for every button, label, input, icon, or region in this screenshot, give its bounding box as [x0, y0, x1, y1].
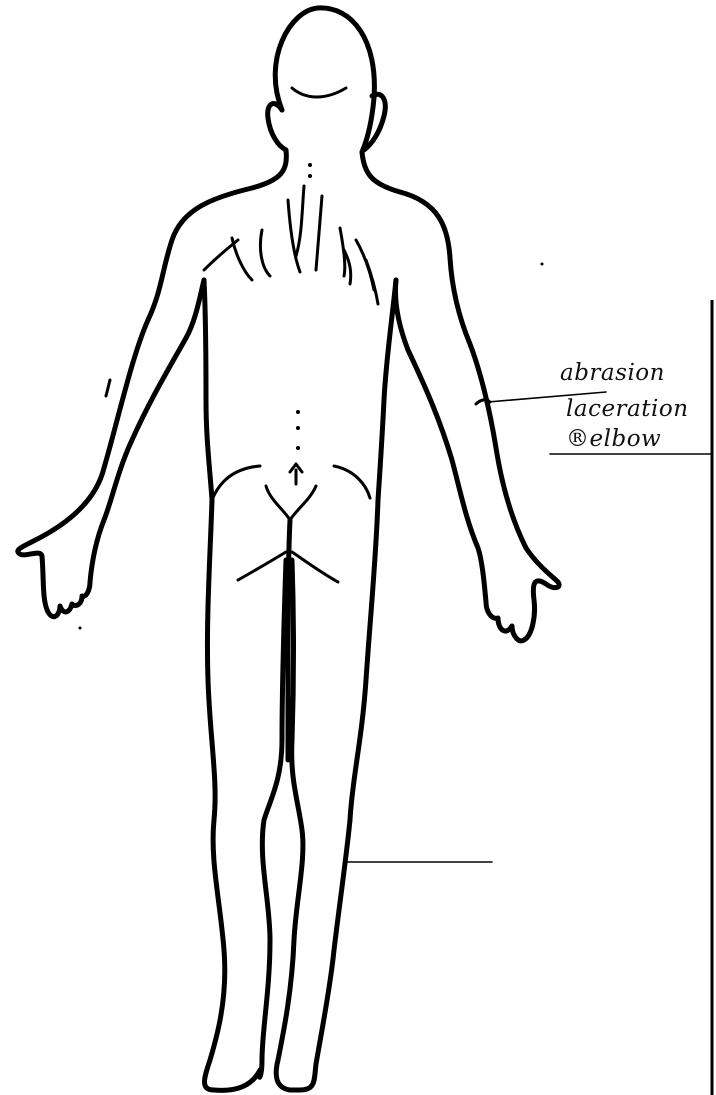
- stray-dot: [79, 627, 82, 630]
- body-left-outline: [18, 150, 287, 617]
- hairline: [292, 88, 346, 97]
- shoulder-blade-lines: [204, 240, 378, 304]
- left-leg-outer: [205, 500, 261, 1090]
- annotation-abrasion: abrasion: [560, 360, 665, 386]
- right-leg-outer: [290, 500, 378, 1090]
- right-buttock-top: [334, 466, 370, 498]
- midline-thigh: [288, 520, 290, 760]
- annotation-laceration: laceration: [566, 396, 689, 422]
- left-ear: [268, 104, 286, 150]
- left-leg-inner: [259, 560, 286, 1077]
- left-elbow-mark: [106, 380, 110, 396]
- stray-dot: [541, 263, 544, 266]
- gluteal-cleft: [266, 486, 316, 520]
- torso-right-side: [378, 280, 396, 500]
- trapezius-lines: [232, 186, 345, 280]
- body-right-outline: [362, 152, 559, 641]
- head-outline: [275, 8, 374, 152]
- annotation-elbow: ®elbow: [566, 426, 661, 452]
- torso-left-side: [204, 280, 212, 500]
- left-buttock-top: [212, 466, 260, 500]
- sacrum-mark: [290, 464, 302, 484]
